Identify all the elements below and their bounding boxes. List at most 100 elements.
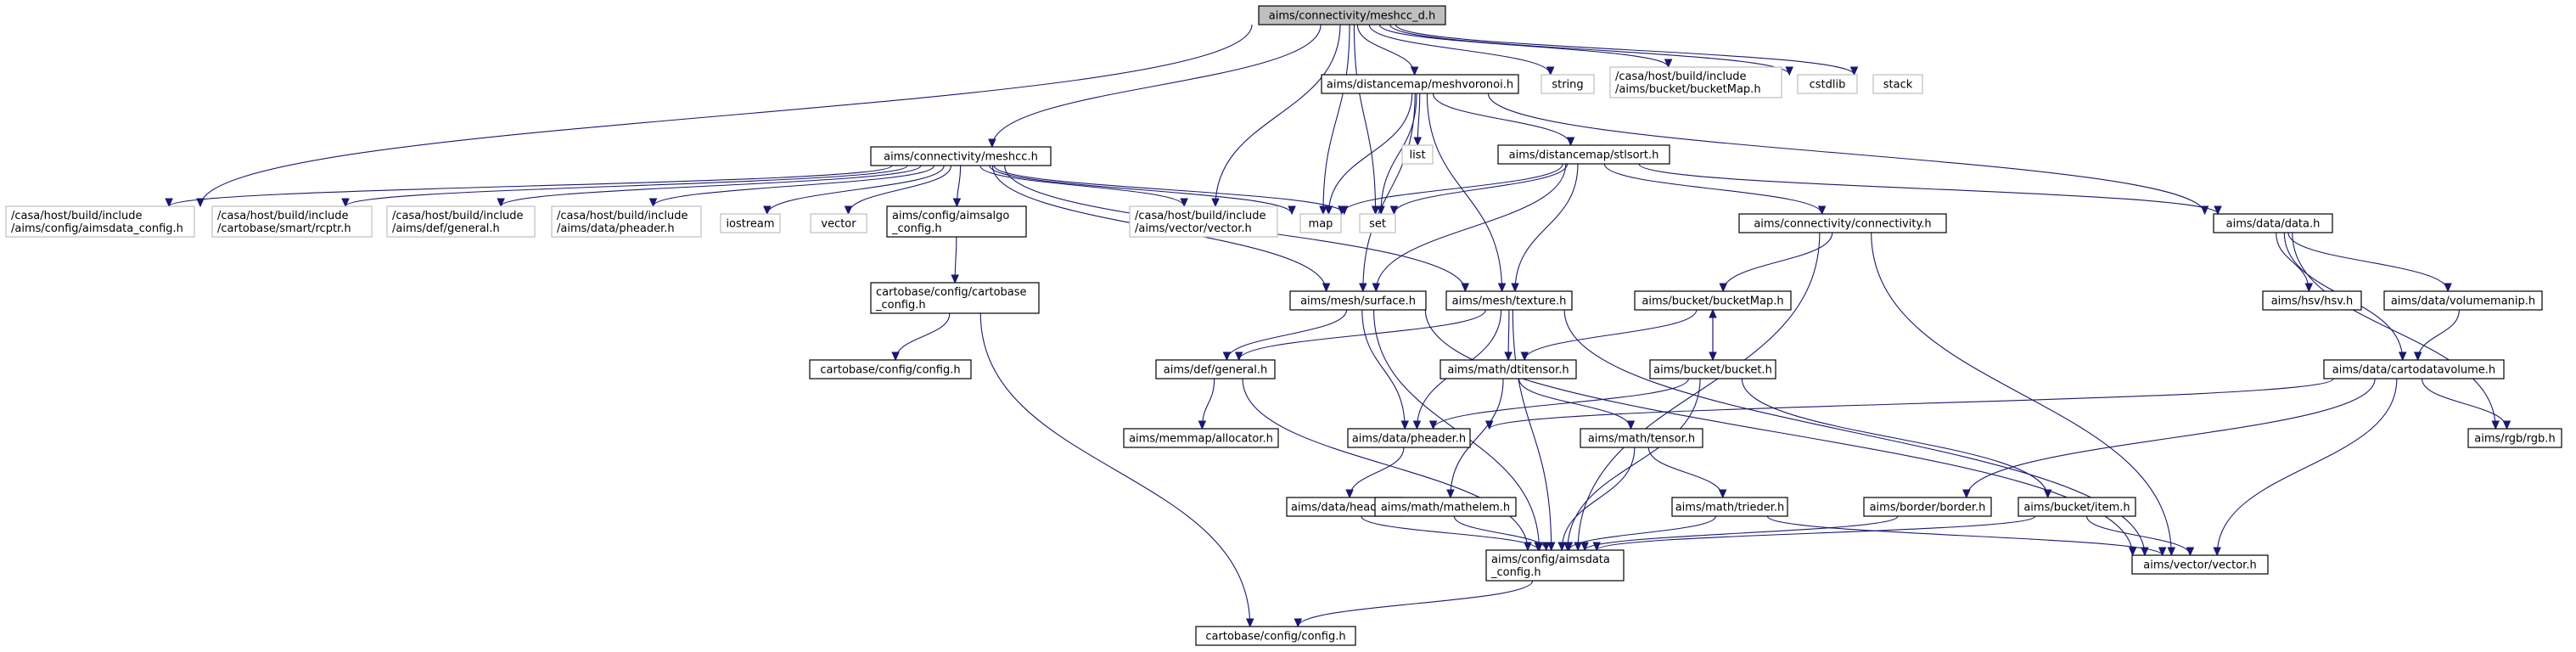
node-label: aims/data/data.h	[2226, 218, 2321, 231]
arrowhead	[1222, 351, 1232, 362]
node-tensor[interactable]: aims/math/tensor.h	[1580, 428, 1703, 448]
node-label: string	[1552, 79, 1583, 92]
node-border[interactable]: aims/border/border.h	[1863, 497, 1992, 517]
edge-mathelem-to-aimsdata_config	[1453, 515, 1547, 551]
node-header[interactable]: aims/data/header.h	[1286, 497, 1403, 517]
node-cartodatavolume[interactable]: aims/data/cartodatavolume.h	[2323, 359, 2505, 379]
node-pheader_ext: /casa/host/build/include/aims/data/phead…	[551, 205, 702, 238]
node-box	[2018, 497, 2136, 517]
node-label: aims/vector/vector.h	[2143, 559, 2256, 572]
node-item[interactable]: aims/bucket/item.h	[2018, 497, 2136, 517]
node-bucketMap[interactable]: aims/bucket/bucketMap.h	[1634, 290, 1792, 311]
node-cb_config_bottom[interactable]: cartobase/config/config.h	[1195, 626, 1356, 646]
node-meshcc[interactable]: aims/connectivity/meshcc.h	[870, 146, 1052, 166]
node-label: aims/math/mathelem.h	[1381, 502, 1510, 514]
edge-meshvoronoi-to-data	[1487, 93, 2206, 215]
arrowhead	[2167, 547, 2176, 557]
node-data[interactable]: aims/data/data.h	[2213, 213, 2333, 233]
node-trieder[interactable]: aims/math/trieder.h	[1671, 497, 1788, 517]
node-set: set	[1359, 213, 1396, 233]
node-map: map	[1299, 213, 1342, 233]
node-label: aims/data/cartodatavolume.h	[2332, 364, 2495, 377]
node-texture[interactable]: aims/mesh/texture.h	[1445, 290, 1573, 311]
node-label: cartobase/config/config.h	[820, 364, 960, 377]
node-label: aims/def/general.h	[1164, 364, 1267, 377]
arrowhead	[1322, 283, 1331, 293]
edge-bucket-to-item	[1741, 378, 2049, 498]
edge-root-to-string	[1368, 24, 1552, 76]
node-box	[870, 146, 1052, 166]
node-label: cartobase/config/cartobase	[876, 286, 1027, 299]
node-label: /casa/host/build/include	[1135, 210, 1266, 222]
node-aimsdata_config[interactable]: aims/config/aimsdata_config.h	[1485, 549, 1625, 582]
node-box	[2323, 359, 2505, 379]
edge-root-to-meshvoronoi	[1356, 24, 1416, 76]
node-aimsalgo_config[interactable]: aims/config/aimsalgo_config.h	[886, 205, 1027, 238]
node-general[interactable]: aims/def/general.h	[1155, 359, 1276, 379]
node-cartobase_config[interactable]: cartobase/config/cartobase_config.h	[870, 282, 1040, 314]
node-dtitensor[interactable]: aims/math/dtitensor.h	[1440, 359, 1577, 379]
node-label: set	[1369, 218, 1386, 231]
node-cb_config_small[interactable]: cartobase/config/config.h	[809, 359, 972, 379]
node-box	[1123, 428, 1279, 448]
node-vector_h[interactable]: aims/vector/vector.h	[2131, 554, 2269, 575]
node-label: /casa/host/build/include	[217, 210, 349, 222]
node-bucket[interactable]: aims/bucket/bucket.h	[1649, 359, 1776, 379]
node-surface[interactable]: aims/mesh/surface.h	[1289, 290, 1427, 311]
node-mathelem[interactable]: aims/math/mathelem.h	[1374, 497, 1517, 517]
node-label: aims/math/tensor.h	[1588, 433, 1695, 446]
arrowhead	[1400, 420, 1409, 430]
arrowhead	[1546, 542, 1556, 552]
edge-meshcc-to-general_ext	[500, 165, 922, 207]
edge-meshcc-to-set	[993, 165, 1345, 215]
node-pheader[interactable]: aims/data/pheader.h	[1347, 428, 1471, 448]
node-label: /casa/host/build/include	[557, 210, 688, 222]
node-box	[1541, 74, 1595, 94]
node-volumemanip[interactable]: aims/data/volumemanip.h	[2383, 290, 2543, 311]
arrowhead	[2304, 283, 2314, 293]
arrowhead	[2214, 205, 2222, 216]
edge-border-to-aimsdata_config	[1584, 515, 1899, 551]
arrowhead	[1446, 489, 1455, 499]
node-label: /casa/host/build/include	[392, 210, 524, 222]
node-box	[2262, 290, 2362, 311]
arrowhead	[1389, 205, 1399, 216]
node-meshvoronoi[interactable]: aims/distancemap/meshvoronoi.h	[1321, 74, 1519, 94]
edge-meshcc-to-pheader_ext	[652, 165, 935, 207]
edge-root-to-aimsdata_config_ext	[199, 24, 1253, 207]
node-box	[1129, 205, 1278, 238]
node-label: aims/mesh/texture.h	[1452, 295, 1567, 308]
node-root[interactable]: aims/connectivity/meshcc_d.h	[1258, 5, 1446, 25]
node-connectivity[interactable]: aims/connectivity/connectivity.h	[1738, 213, 1947, 233]
node-hsv[interactable]: aims/hsv/hsv.h	[2262, 290, 2362, 311]
edge-data-to-volumemanip	[2287, 232, 2449, 292]
edge-meshvoronoi-to-surface	[1362, 93, 1416, 292]
arrowhead	[2491, 420, 2500, 430]
arrowhead	[1371, 205, 1380, 216]
edge-aimsdata_config-to-cb_config_bottom	[1297, 580, 1534, 627]
edge-bucket-to-pheader	[1433, 378, 1689, 430]
edge-data-to-hsv	[2276, 232, 2309, 292]
node-label: aims/hsv/hsv.h	[2271, 295, 2354, 308]
edge-meshcc-to-iostream	[766, 165, 945, 215]
node-box	[1738, 213, 1947, 233]
arrowhead	[1288, 205, 1296, 216]
node-rgb[interactable]: aims/rgb/rgb.h	[2467, 428, 2562, 448]
edge-bucketMap-to-dtitensor	[1524, 309, 1698, 361]
node-box	[886, 205, 1027, 238]
node-label: aims/math/trieder.h	[1675, 502, 1785, 514]
node-stlsort[interactable]: aims/distancemap/stlsort.h	[1497, 144, 1670, 165]
node-string: string	[1541, 74, 1595, 94]
arrowhead	[1817, 205, 1827, 216]
node-label: aims/distancemap/stlsort.h	[1509, 149, 1659, 162]
arrowhead	[1413, 137, 1423, 147]
node-box	[1863, 497, 1992, 517]
arrowhead	[2413, 351, 2422, 362]
node-allocator[interactable]: aims/memmap/allocator.h	[1123, 428, 1279, 448]
edge-item-to-vector_h	[2086, 515, 2191, 556]
edge-connectivity-to-vector_h	[1871, 232, 2172, 556]
node-box	[2131, 554, 2269, 575]
node-label: /aims/vector/vector.h	[1135, 222, 1252, 235]
arrowhead	[1359, 283, 1367, 293]
edge-meshcc-to-map	[989, 165, 1293, 215]
